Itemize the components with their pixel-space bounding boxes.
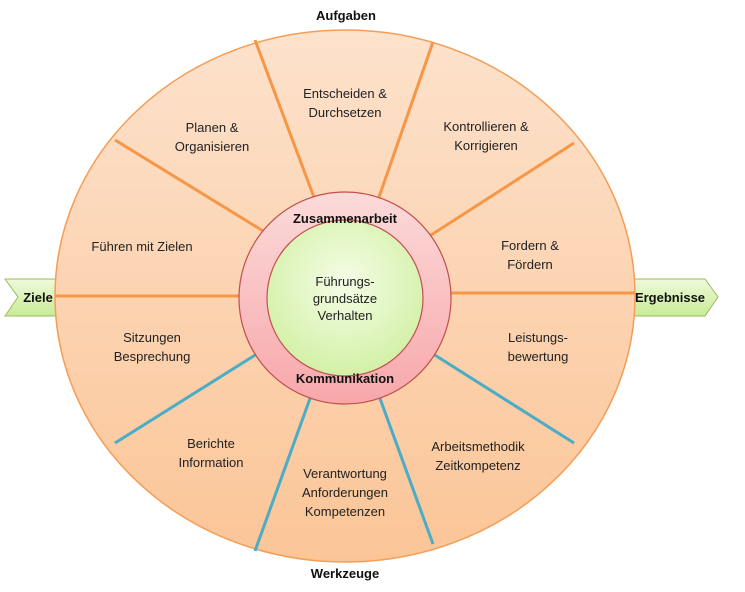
segment-leistungsbewertung: Leistungs- bewertung [508, 330, 569, 364]
segment-line: Fordern & [501, 238, 559, 253]
label-kommunikation: Kommunikation [296, 371, 394, 386]
segment-line: Sitzungen [123, 330, 181, 345]
segment-line: Besprechung [114, 349, 191, 364]
segment-sitzungen: Sitzungen Besprechung [114, 330, 191, 364]
segment-line: Fördern [507, 257, 553, 272]
label-werkzeuge: Werkzeuge [311, 566, 379, 581]
segment-verantwortung: Verantwortung Anforderungen Kompetenzen [302, 466, 388, 519]
spoke-line [253, 392, 314, 552]
segment-line: Entscheiden & [303, 86, 387, 101]
spoke-line [376, 392, 435, 545]
segment-line: Kontrollieren & [443, 119, 529, 134]
spoke-line [376, 41, 435, 201]
spoke-line [427, 141, 575, 239]
segment-line: Information [178, 455, 243, 470]
center-line: grundsätze [313, 291, 377, 306]
segment-berichte: Berichte Information [178, 436, 243, 470]
center-text: Führungs- grundsätze Verhalten [313, 274, 377, 323]
center-circle [266, 219, 424, 377]
segment-line: Berichte [187, 436, 235, 451]
label-zusammenarbeit: Zusammenarbeit [293, 211, 398, 226]
segment-line: Arbeitsmethodik [431, 439, 525, 454]
segment-line: Leistungs- [508, 330, 568, 345]
segment-fordern: Fordern & Fördern [501, 238, 559, 272]
segment-fuehren-mit-zielen: Führen mit Zielen [91, 239, 192, 254]
segment-line: Kompetenzen [305, 504, 385, 519]
segment-line: Korrigieren [454, 138, 518, 153]
segment-line: Zeitkompetenz [435, 458, 520, 473]
center-line: Führungs- [315, 274, 374, 289]
center-line: Verhalten [318, 308, 373, 323]
spoke-line [253, 39, 317, 201]
segment-planen: Planen & Organisieren [175, 120, 249, 154]
spokes [55, 39, 635, 552]
segment-line: Anforderungen [302, 485, 388, 500]
label-aufgaben: Aufgaben [316, 8, 376, 23]
segment-line: bewertung [508, 349, 569, 364]
segment-line: Führen mit Zielen [91, 239, 192, 254]
label-ziele: Ziele [23, 290, 53, 305]
label-ergebnisse: Ergebnisse [635, 290, 705, 305]
segment-line: Durchsetzen [309, 105, 382, 120]
segment-line: Verantwortung [303, 466, 387, 481]
spoke-line [429, 350, 575, 445]
spoke-line [114, 350, 261, 445]
segment-entscheiden: Entscheiden & Durchsetzen [303, 86, 387, 120]
segment-line: Planen & [186, 120, 239, 135]
ziele-arrow [4, 278, 63, 317]
segment-kontrollieren: Kontrollieren & Korrigieren [443, 119, 529, 153]
spoke-line [114, 138, 269, 236]
segment-arbeitsmethodik: Arbeitsmethodik Zeitkompetenz [431, 439, 525, 473]
segment-line: Organisieren [175, 139, 249, 154]
